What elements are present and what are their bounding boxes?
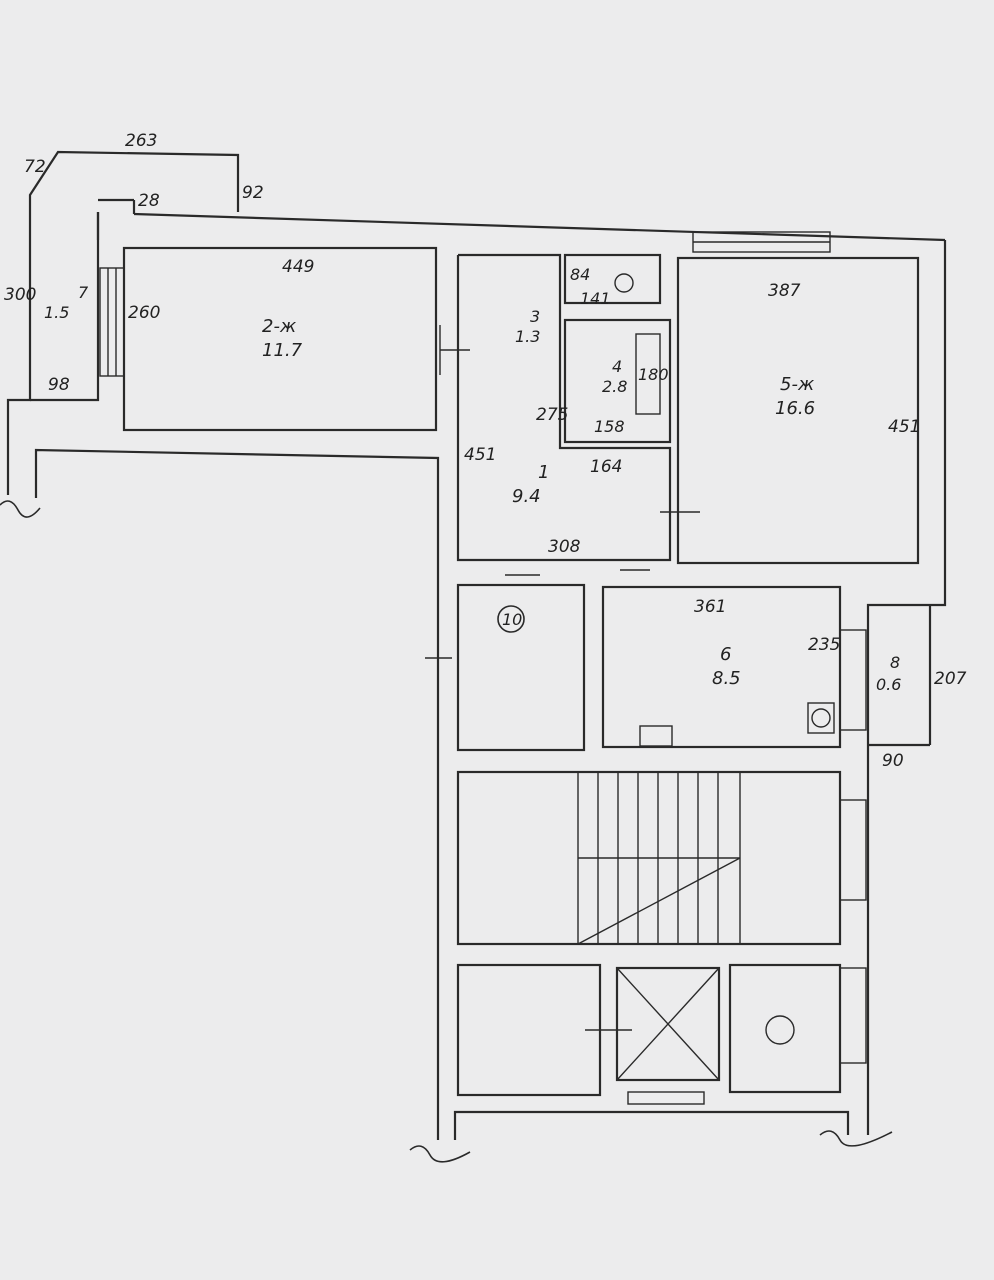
chute-circle xyxy=(765,1015,795,1045)
room-10-marker-circle xyxy=(497,605,525,633)
elevator-shaft xyxy=(615,966,721,1082)
dim-92: 92 xyxy=(242,183,264,203)
room-3-area: 1.3 xyxy=(515,327,540,346)
room-6-area: 8.5 xyxy=(712,668,741,689)
room-labels: 2-ж 11.7 3 1.3 4 2.8 5-ж 16.6 1 9.4 6 8.… xyxy=(44,283,901,694)
room-4-outline xyxy=(563,318,672,444)
dim-141: 141 xyxy=(580,289,611,308)
dim-308: 308 xyxy=(548,537,581,557)
dim-207: 207 xyxy=(934,669,967,689)
room-7-number: 7 xyxy=(78,283,89,302)
stair-treads xyxy=(577,772,741,945)
dim-387: 387 xyxy=(768,281,801,301)
room-7-area: 1.5 xyxy=(44,303,69,322)
room-2-number: 2-ж xyxy=(262,316,297,337)
balcony-inner-wall xyxy=(30,212,100,402)
room-6-number: 6 xyxy=(720,644,731,665)
room-8-area: 0.6 xyxy=(876,675,901,694)
room-8-number: 8 xyxy=(890,653,900,672)
room-10-marker: 10 xyxy=(502,610,522,629)
room-2-area: 11.7 xyxy=(262,340,303,361)
corridor-wall xyxy=(34,448,440,1140)
dim-300: 300 xyxy=(4,285,36,305)
outer-wall-right xyxy=(866,240,947,1135)
dim-84: 84 xyxy=(570,265,590,284)
window-left xyxy=(99,267,125,377)
room-3-number: 3 xyxy=(530,307,540,326)
window-right-3 xyxy=(839,967,867,1064)
window-right-2 xyxy=(839,799,867,901)
dim-28: 28 xyxy=(138,191,160,211)
dim-451-left: 451 xyxy=(464,445,496,465)
dim-263: 263 xyxy=(125,131,157,151)
room-5-outline xyxy=(676,256,920,565)
dim-449: 449 xyxy=(282,257,314,277)
room-10-outline xyxy=(456,583,586,752)
balcony-outline xyxy=(6,150,240,495)
room-5-number: 5-ж xyxy=(780,374,815,395)
toilet-icon xyxy=(614,273,634,293)
outer-wall-top xyxy=(133,212,946,242)
room-5-area: 16.6 xyxy=(775,398,815,419)
bathtub-icon xyxy=(635,333,661,415)
room-1-number: 1 xyxy=(538,462,549,483)
sink-icon xyxy=(639,725,673,747)
dim-98: 98 xyxy=(48,375,70,395)
room-1-outline xyxy=(456,253,672,562)
dim-275: 275 xyxy=(536,405,568,425)
dim-72: 72 xyxy=(24,157,46,177)
stove-icon xyxy=(807,702,835,734)
dim-361: 361 xyxy=(694,597,726,617)
dimension-labels: 263 72 92 28 300 98 260 449 84 141 180 2… xyxy=(4,131,967,771)
dim-90: 90 xyxy=(882,751,904,771)
elevator-door-mark xyxy=(627,1091,705,1105)
dim-260: 260 xyxy=(128,303,160,323)
dim-180: 180 xyxy=(638,365,669,384)
break-symbols xyxy=(0,500,893,1163)
dim-158: 158 xyxy=(594,417,625,436)
dim-235: 235 xyxy=(808,635,840,655)
dim-451-right: 451 xyxy=(888,417,920,437)
walls xyxy=(6,150,947,1140)
room-4-area: 2.8 xyxy=(602,377,627,396)
dim-164: 164 xyxy=(590,457,622,477)
room-1-area: 9.4 xyxy=(512,486,541,507)
details xyxy=(99,231,867,1105)
room-4-number: 4 xyxy=(612,357,622,376)
room-3-outline xyxy=(563,253,662,305)
landing-wall xyxy=(453,1110,850,1140)
window-right-1 xyxy=(839,629,867,731)
